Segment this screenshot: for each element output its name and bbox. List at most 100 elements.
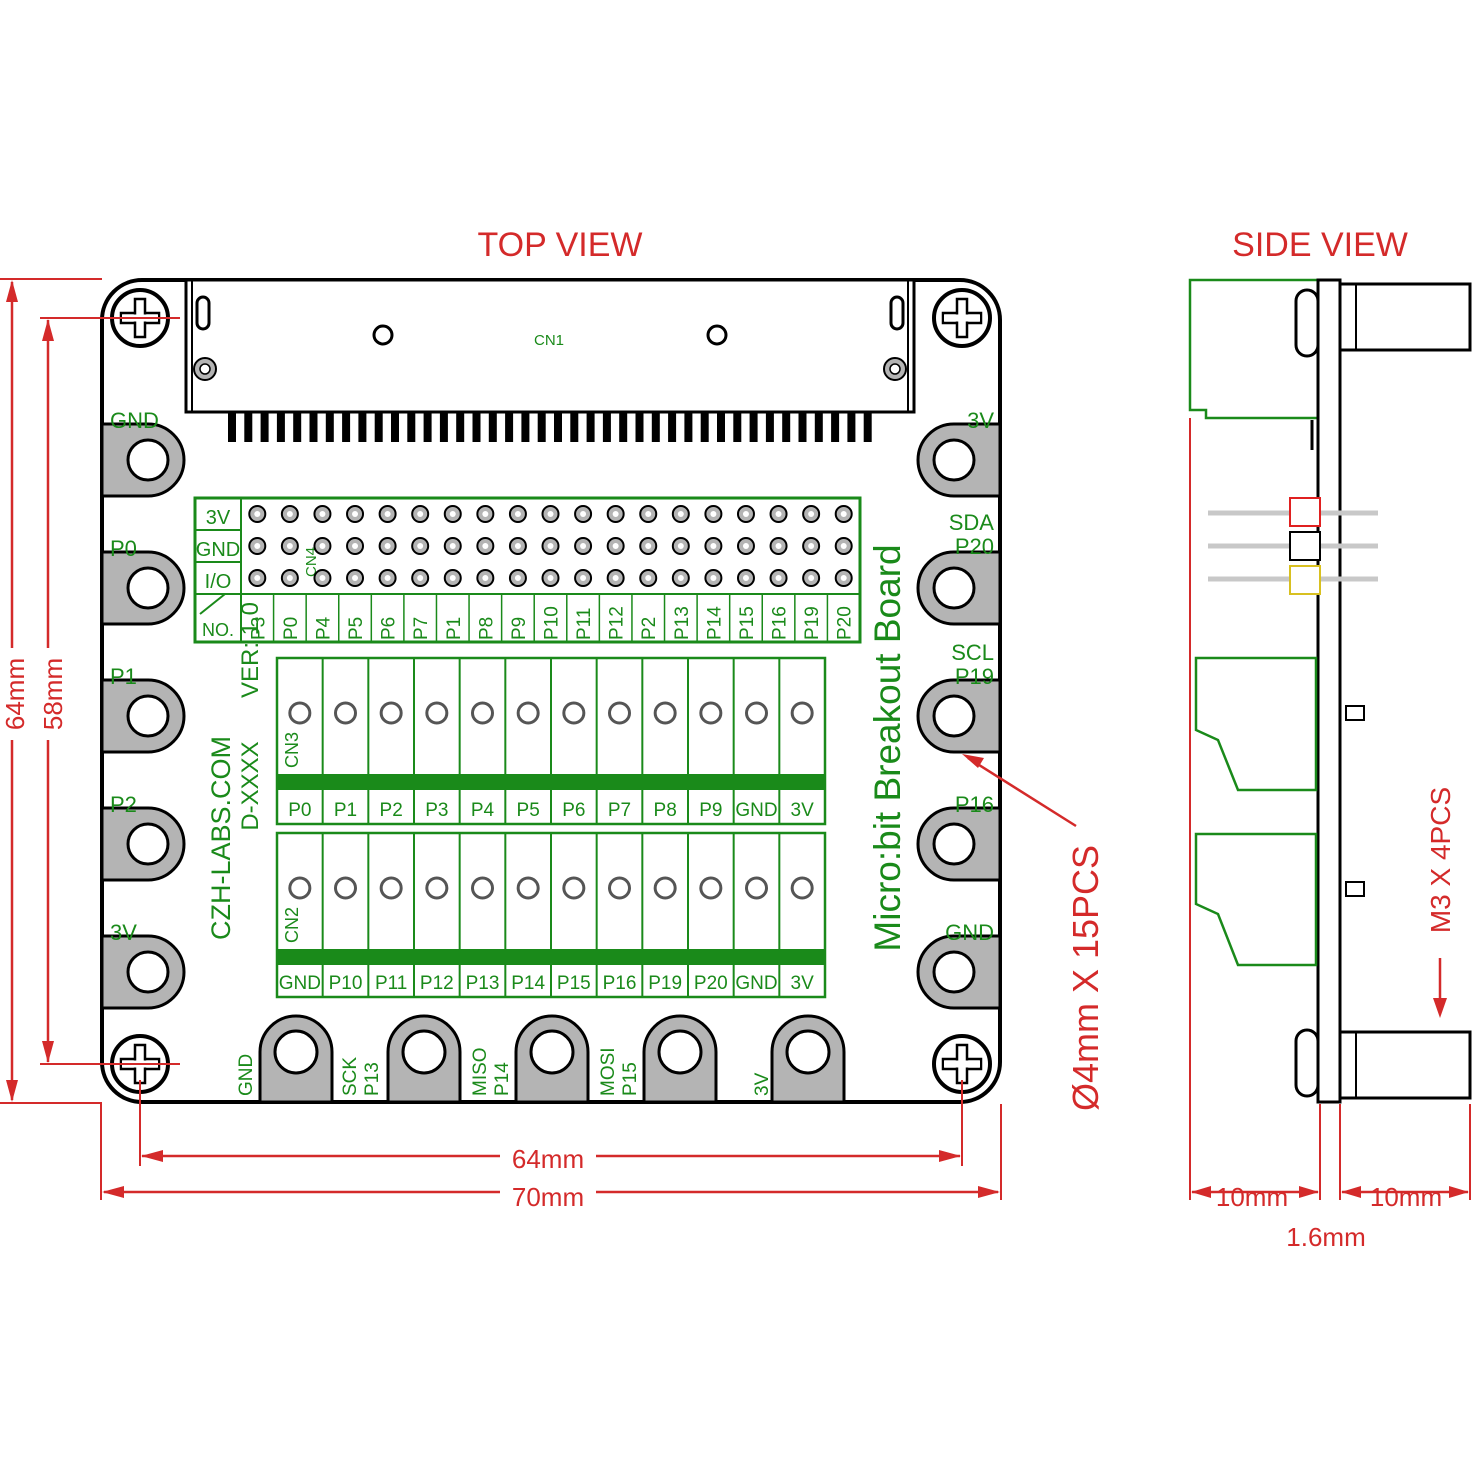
header-pin-hole	[775, 575, 782, 581]
cn3-label: CN3	[282, 732, 302, 768]
header-pin-hole	[775, 511, 782, 517]
pad-left-label: P1	[110, 664, 137, 689]
header-pin-hole	[742, 511, 749, 517]
terminal-label: GND	[735, 973, 777, 994]
terminal-label: P10	[329, 973, 363, 994]
terminal-label: P16	[603, 973, 637, 994]
header-pin-hole	[319, 543, 326, 549]
dim-width-outer: 70mm	[512, 1182, 584, 1212]
edge-pad-hole	[932, 438, 976, 482]
screw-bottom-right	[932, 1034, 992, 1094]
callout-arrowhead	[962, 754, 984, 768]
terminal-label: 3V	[791, 973, 815, 994]
side-connector-slot-bottom	[1294, 1028, 1320, 1098]
terminal-screw	[699, 876, 723, 900]
callout-leader	[967, 756, 1077, 828]
cn1-contact	[814, 412, 823, 442]
cn1-contact	[765, 412, 774, 442]
header-pin-label: P10	[542, 606, 563, 640]
header-pin-hole	[580, 543, 587, 549]
header-pin-hole	[319, 575, 326, 581]
edge-pad-hole	[401, 1029, 447, 1075]
side-dim-pcb: 1.6mm	[1286, 1222, 1365, 1252]
header-pin-hole	[384, 575, 391, 581]
header-pin-label: P1	[444, 617, 465, 640]
header-pin-hole	[612, 575, 619, 581]
side-view-title: SIDE VIEW	[1232, 226, 1408, 264]
header-pin-hole	[840, 543, 847, 549]
cn1-housing	[184, 278, 916, 414]
terminal-screw	[562, 876, 586, 900]
header-pin-hole	[254, 511, 261, 517]
pad-bottom-label: SCK	[340, 1057, 361, 1096]
terminal-label: P19	[648, 973, 682, 994]
terminal-label: P2	[380, 800, 403, 821]
cn1-contact	[407, 412, 416, 442]
header-pin-label: P19	[802, 606, 823, 640]
header-pin-hole	[384, 511, 391, 517]
cn1-contact	[717, 412, 725, 442]
header-pin-hole	[482, 543, 489, 549]
edge-pad-hole	[529, 1029, 575, 1075]
pad-bottom-label: P15	[620, 1062, 641, 1096]
screw-callout-arrowhead	[1433, 998, 1447, 1018]
cn1-contact	[325, 412, 334, 442]
cn4-label: CN4	[303, 547, 320, 577]
header-pin-hole	[677, 543, 684, 549]
terminal-screw	[653, 876, 677, 900]
header-pin-label: P13	[672, 606, 693, 640]
cn1-label: CN1	[534, 332, 564, 349]
header-pin-hole	[286, 543, 293, 549]
edge-pad-hole	[932, 822, 976, 866]
terminal-screw	[699, 701, 723, 725]
cn1-mount-left-hole	[199, 363, 211, 375]
pad-right-label: GND	[945, 920, 994, 945]
terminal-screw	[379, 701, 403, 725]
top-view-board: CN1 GND P0	[100, 278, 1002, 1104]
header-pin-hole	[840, 511, 847, 517]
edge-pad-hole	[273, 1029, 319, 1075]
pad-right-label: 3V	[967, 408, 994, 433]
edge-pad-hole	[126, 566, 170, 610]
header-pin-hole	[808, 511, 815, 517]
side-view-assembly	[1188, 278, 1472, 1104]
bottom-edge-pads	[258, 1014, 846, 1104]
cn1-contact	[831, 412, 840, 442]
header-pin-hole	[612, 511, 619, 517]
pad-bottom-label: P14	[492, 1062, 513, 1096]
right-edge-pads	[916, 422, 1002, 1010]
header-pin-hole	[808, 543, 815, 549]
edge-pad-hole	[932, 566, 976, 610]
dim-width-inner: 64mm	[512, 1144, 584, 1174]
pad-left-label: GND	[110, 408, 159, 433]
edge-pad-hole	[932, 950, 976, 994]
side-connector-slot-top	[1294, 288, 1320, 358]
terminal-screw	[653, 701, 677, 725]
header-pin-label: P6	[379, 617, 400, 640]
cn1-contact	[602, 412, 611, 442]
terminal-label: P14	[511, 973, 545, 994]
cn1-contact	[684, 412, 693, 442]
terminal-screw	[288, 876, 312, 900]
header-pin-hole	[384, 543, 391, 549]
terminal-label: P11	[375, 973, 407, 994]
terminal-screw	[471, 701, 494, 725]
header-pin-label: P3	[248, 617, 269, 640]
header-pin-hole	[677, 575, 684, 581]
header-pin-label: P20	[835, 606, 856, 640]
header-pin-hole	[742, 575, 749, 581]
header-pin-hole	[352, 543, 359, 549]
edge-pad-hole	[657, 1029, 703, 1075]
terminal-screw	[608, 701, 631, 725]
cn1-contact	[554, 412, 562, 442]
cn1-contact	[293, 412, 302, 442]
cn1-contact	[521, 412, 530, 442]
terminal-screw	[790, 701, 814, 725]
header-pin-hole	[254, 543, 261, 549]
hole-callout: Ø4mm X 15PCS	[962, 754, 1106, 1111]
cn1-contact	[309, 412, 318, 442]
header-pin-hole	[710, 511, 717, 517]
pad-right-label: SCL	[951, 640, 994, 665]
